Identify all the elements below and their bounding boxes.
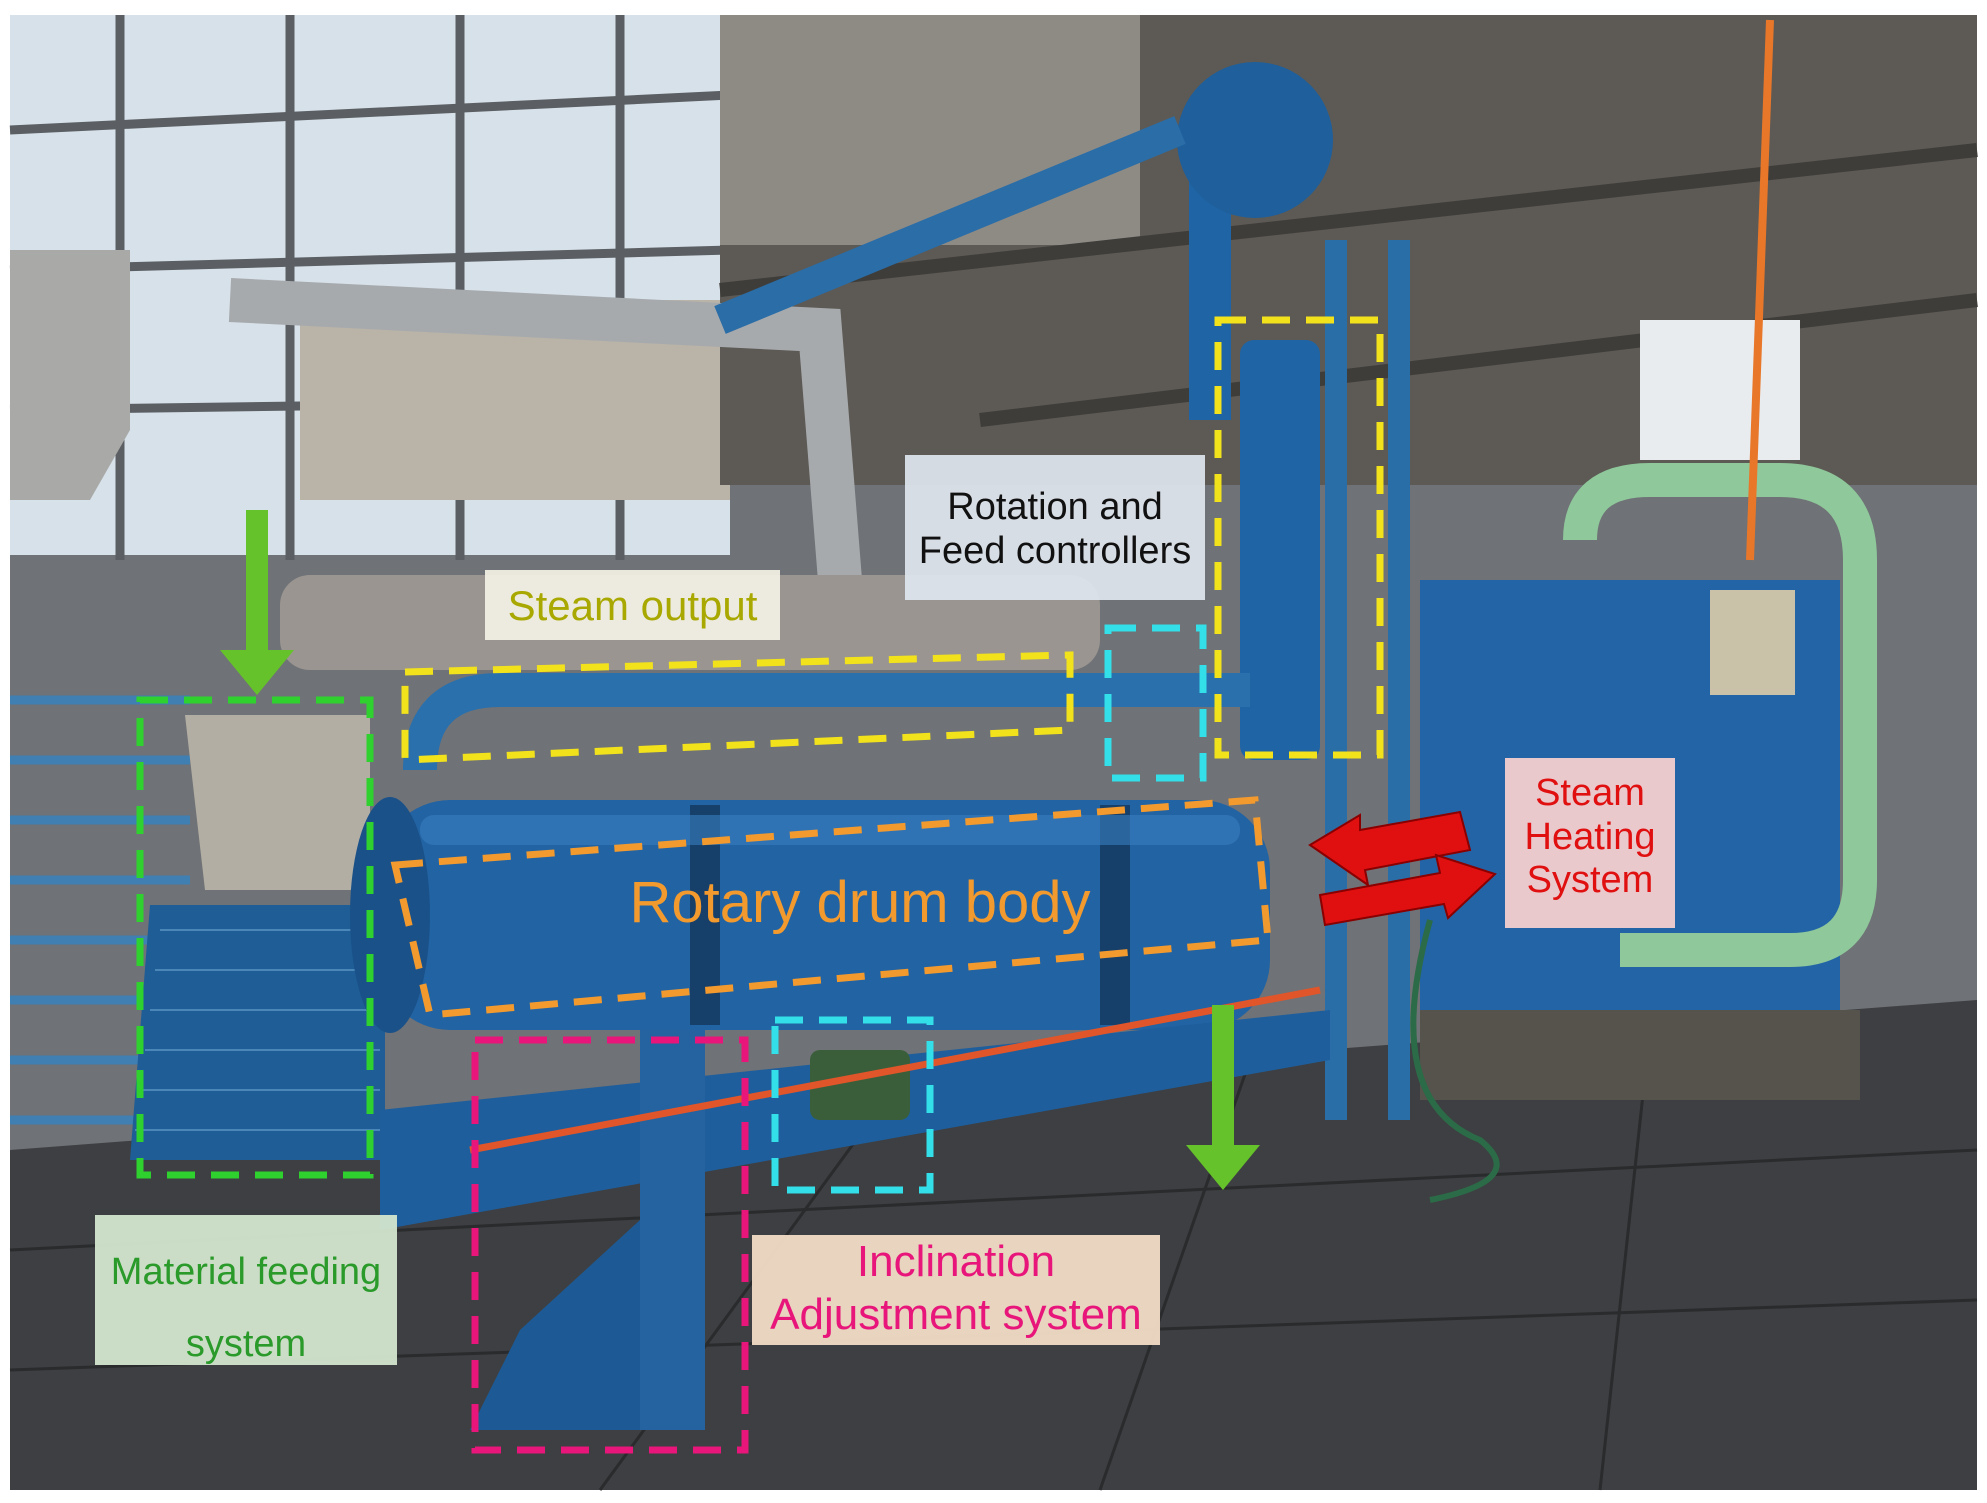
orange-hose <box>469 986 1321 1154</box>
steam-output-box <box>401 651 1074 764</box>
rotation-label-line-2: Feed controllers <box>918 529 1192 572</box>
heating-arrow-right <box>1318 853 1497 927</box>
feed-input-arrow <box>220 510 294 695</box>
inclination-line-2: Adjustment system <box>770 1289 1142 1339</box>
inclination-box <box>471 1036 749 1454</box>
drum-body-box <box>390 796 1272 1019</box>
inclination-label: Inclination Adjustment system <box>752 1236 1160 1342</box>
steam-heating-label: Steam Heating System <box>1505 772 1675 903</box>
steam-heating-line-3: System <box>1526 859 1654 902</box>
heating-arrow-left <box>1308 810 1472 888</box>
inclination-label-bg <box>752 1235 1160 1345</box>
feeding-label-bg <box>95 1215 397 1365</box>
rotation-label-bg <box>905 455 1205 600</box>
feed-hopper <box>185 715 370 890</box>
orange-cable <box>1746 19 1774 561</box>
leg-brace <box>470 1220 640 1430</box>
controllers-box-upper <box>1104 624 1207 782</box>
boiler-plinth <box>1420 1010 1860 1100</box>
rotation-label-line-1: Rotation and <box>947 486 1163 528</box>
material-feeding-label: Material feeding system <box>95 1236 397 1380</box>
vertical-column <box>1240 340 1320 760</box>
steam-output-label: Steam output <box>485 582 780 630</box>
rotary-drum-body-label: Rotary drum body <box>580 870 1140 937</box>
steam-heating-label-bg <box>1505 758 1675 928</box>
background-duct <box>228 278 862 582</box>
steam-output-label-bg <box>485 570 780 640</box>
concrete-wall <box>720 15 1140 245</box>
inclination-line-1: Inclination <box>856 1237 1056 1286</box>
rotary-drum <box>380 800 1270 1030</box>
support-leg <box>640 1030 705 1430</box>
steam-pipe <box>403 673 1250 771</box>
support-frame-left <box>1325 240 1347 1120</box>
boiler-green-pipe <box>1563 463 1877 967</box>
left-hopper <box>10 250 130 500</box>
fan-housing <box>1177 62 1333 218</box>
fan-outlet-pipe <box>714 116 1186 334</box>
green-hose <box>1410 919 1500 1203</box>
material-feeding-line-2: system <box>185 1323 307 1366</box>
support-frame-right <box>1388 240 1410 1120</box>
whiteboard <box>1640 320 1800 460</box>
feeding-system-box <box>136 696 374 1179</box>
controllers-box-lower <box>771 1016 934 1194</box>
steam-output-text: Steam output <box>507 582 758 629</box>
steam-heating-line-1: Steam <box>1535 772 1645 814</box>
product-output-arrow <box>1186 1005 1260 1190</box>
mesh-pattern <box>135 929 380 1131</box>
rotary-drum-body-text: Rotary drum body <box>629 870 1091 935</box>
rotation-controllers-label: Rotation and Feed controllers <box>905 486 1205 573</box>
drum-end-cap <box>350 797 430 1033</box>
steam-heating-line-2: Heating <box>1524 815 1656 858</box>
material-feeding-line-1: Material feeding <box>110 1251 382 1293</box>
drum-highlight <box>420 815 1240 845</box>
motor <box>810 1050 910 1120</box>
mesh-guard <box>130 905 385 1160</box>
boiler-panel <box>1710 590 1795 695</box>
steam-output-box-vertical <box>1214 316 1384 759</box>
